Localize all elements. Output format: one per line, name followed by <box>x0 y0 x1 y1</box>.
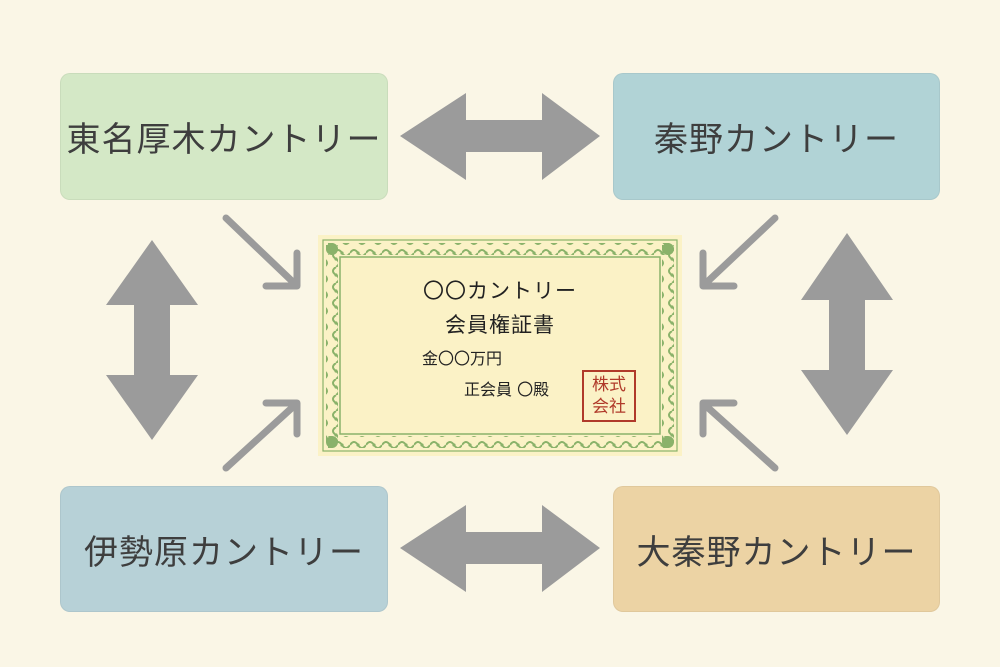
certificate-subtitle: 会員権証書 <box>445 313 555 337</box>
certificate-amount: 金〇〇万円 <box>422 349 503 368</box>
node-isehara: 伊勢原カントリー <box>60 486 388 612</box>
double-arrow-bottom <box>400 505 600 592</box>
diagonal-arrow-top-right <box>699 214 779 290</box>
node-label: 秦野カントリー <box>654 120 899 160</box>
double-arrow-top <box>400 93 600 180</box>
certificate-ornamental-border <box>322 239 678 452</box>
node-hadano: 秦野カントリー <box>613 73 940 200</box>
seal-line-1: 株式 <box>592 375 626 395</box>
seal-line-2: 会社 <box>592 397 626 417</box>
double-arrow-right <box>801 233 893 435</box>
membership-certificate: 〇〇カントリー 会員権証書 金〇〇万円 正会員 〇殿 株式 会社 <box>318 235 682 456</box>
certificate-member: 正会員 〇殿 <box>464 380 550 399</box>
node-tomei-atsugi: 東名厚木カントリー <box>60 73 388 200</box>
company-seal-stamp: 株式 会社 <box>582 370 636 422</box>
certificate-title: 〇〇カントリー <box>423 279 577 303</box>
double-arrow-left <box>106 240 198 440</box>
diagonal-arrow-top-left <box>222 214 301 290</box>
node-label: 大秦野カントリー <box>636 532 917 573</box>
node-label: 東名厚木カントリー <box>66 120 382 160</box>
node-ohadano: 大秦野カントリー <box>613 486 940 612</box>
node-label: 伊勢原カントリー <box>84 532 364 573</box>
diagonal-arrow-bottom-left <box>222 399 301 472</box>
diagonal-arrow-bottom-right <box>699 399 779 472</box>
